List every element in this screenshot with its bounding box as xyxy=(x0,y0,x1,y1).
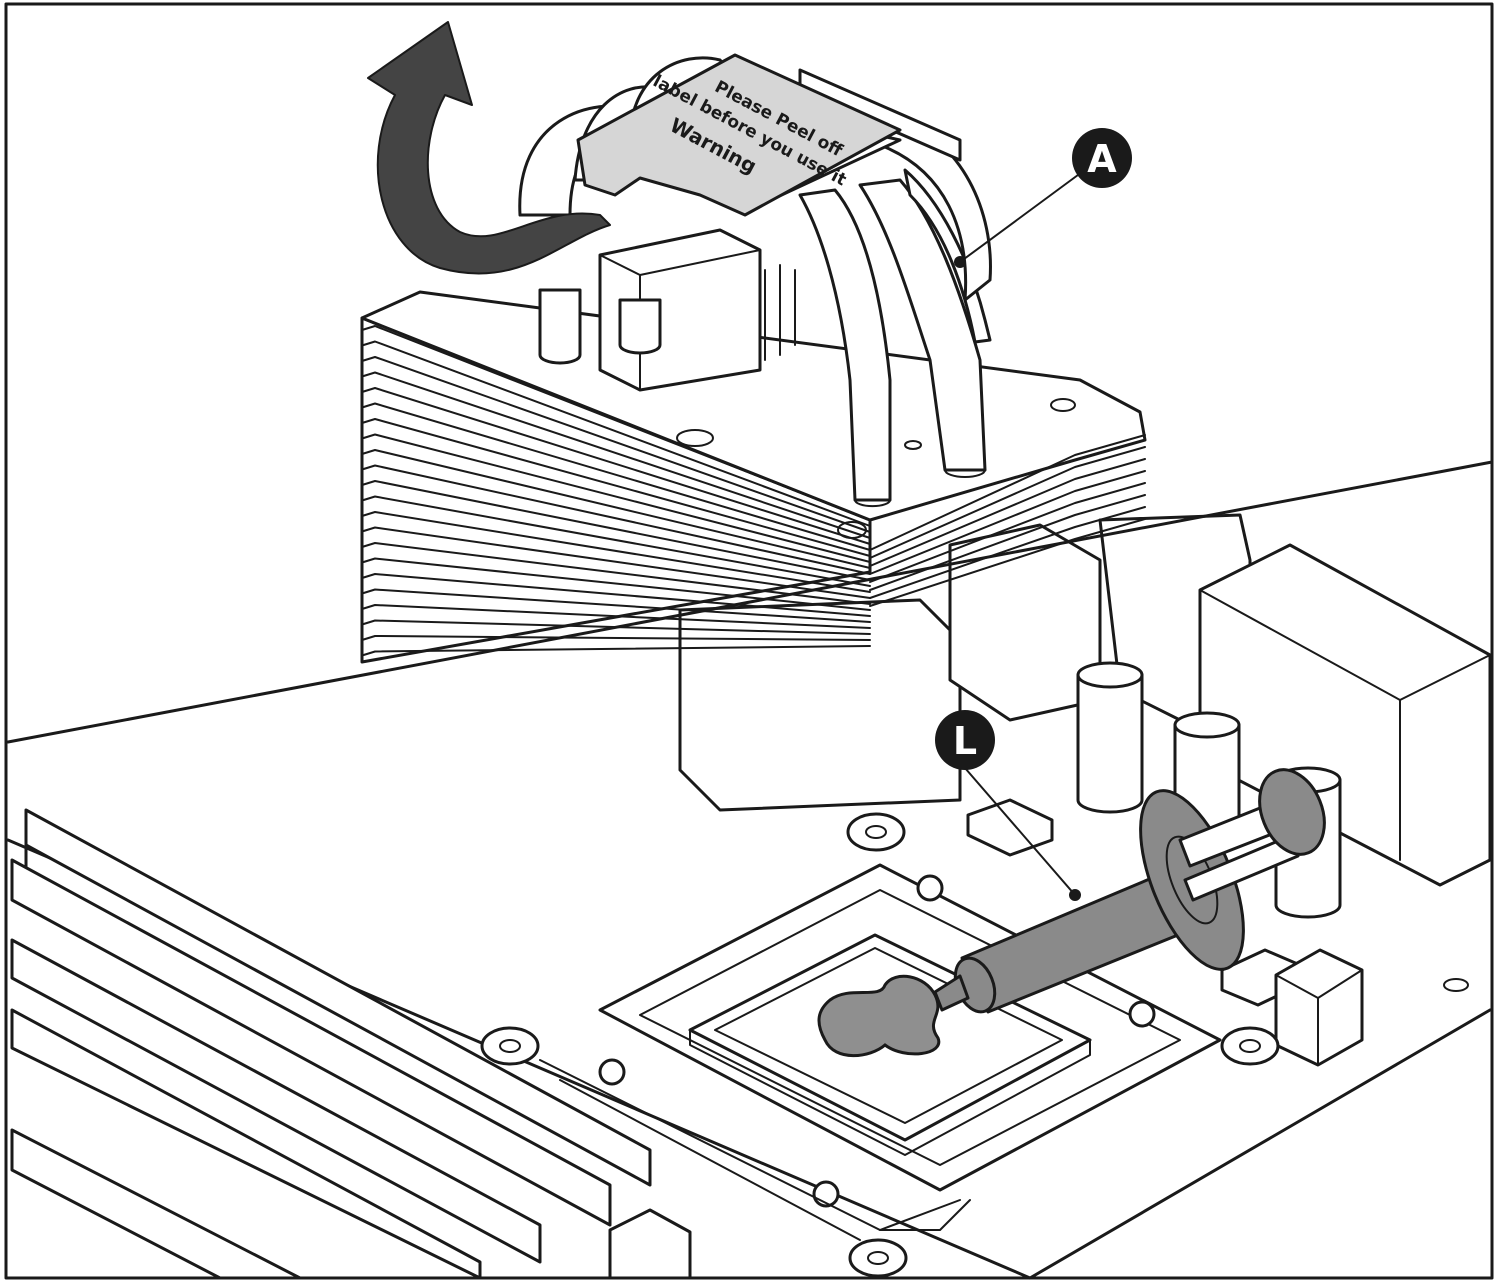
fin-line xyxy=(361,371,871,539)
fin-line xyxy=(361,573,871,617)
fin-line xyxy=(361,495,871,587)
callout-l-badge xyxy=(935,710,995,770)
fin-line xyxy=(361,619,871,635)
fin-line xyxy=(361,418,871,557)
fin-line xyxy=(361,588,871,623)
heatsink-scene: Please Peel off label before you use it … xyxy=(360,21,1147,664)
warning-label xyxy=(576,53,902,217)
thermal-paste xyxy=(817,974,941,1058)
diagram-frame xyxy=(4,2,1494,1280)
fin-line xyxy=(361,387,871,545)
ram-slots xyxy=(10,808,692,1280)
fin-line-right xyxy=(869,518,1146,607)
fin-line xyxy=(361,542,871,605)
fin-line-right xyxy=(869,494,1146,591)
fin-line xyxy=(361,464,871,575)
callout-l-letter: L xyxy=(953,719,977,763)
capacitors xyxy=(1076,661,1342,919)
fin-line xyxy=(361,635,871,641)
thermal-paste-syringe xyxy=(933,768,1326,1014)
fin-line xyxy=(361,557,871,611)
peel-arrow-icon xyxy=(367,21,611,275)
fin-line xyxy=(361,433,871,563)
fin-line xyxy=(361,356,871,533)
board-edge-right xyxy=(1028,1008,1492,1280)
fin-line xyxy=(361,526,871,599)
fin-line-right xyxy=(869,458,1146,567)
fin-lines xyxy=(361,325,871,657)
fin-line-right xyxy=(869,434,1146,551)
fin-line xyxy=(361,340,871,527)
fin-line xyxy=(361,645,871,657)
fin-line xyxy=(361,511,871,593)
callout-a-badge xyxy=(1072,128,1132,188)
fin-line-right xyxy=(869,470,1146,575)
fin-lines-right xyxy=(869,434,1146,607)
fin-line-right xyxy=(869,506,1146,599)
fin-line-right xyxy=(869,446,1146,559)
fin-line xyxy=(361,402,871,551)
callout-a-letter: A xyxy=(1087,137,1117,181)
scene-divider xyxy=(6,460,1494,744)
fin-line xyxy=(361,480,871,581)
callout-l: L xyxy=(935,710,1081,901)
motherboard-scene xyxy=(6,513,1492,1280)
fin-line xyxy=(361,325,871,521)
fin-line-right xyxy=(869,482,1146,583)
small-chips xyxy=(966,798,1469,1067)
fin-line xyxy=(361,604,871,629)
callout-a: A xyxy=(954,128,1132,268)
fin-line xyxy=(361,449,871,569)
